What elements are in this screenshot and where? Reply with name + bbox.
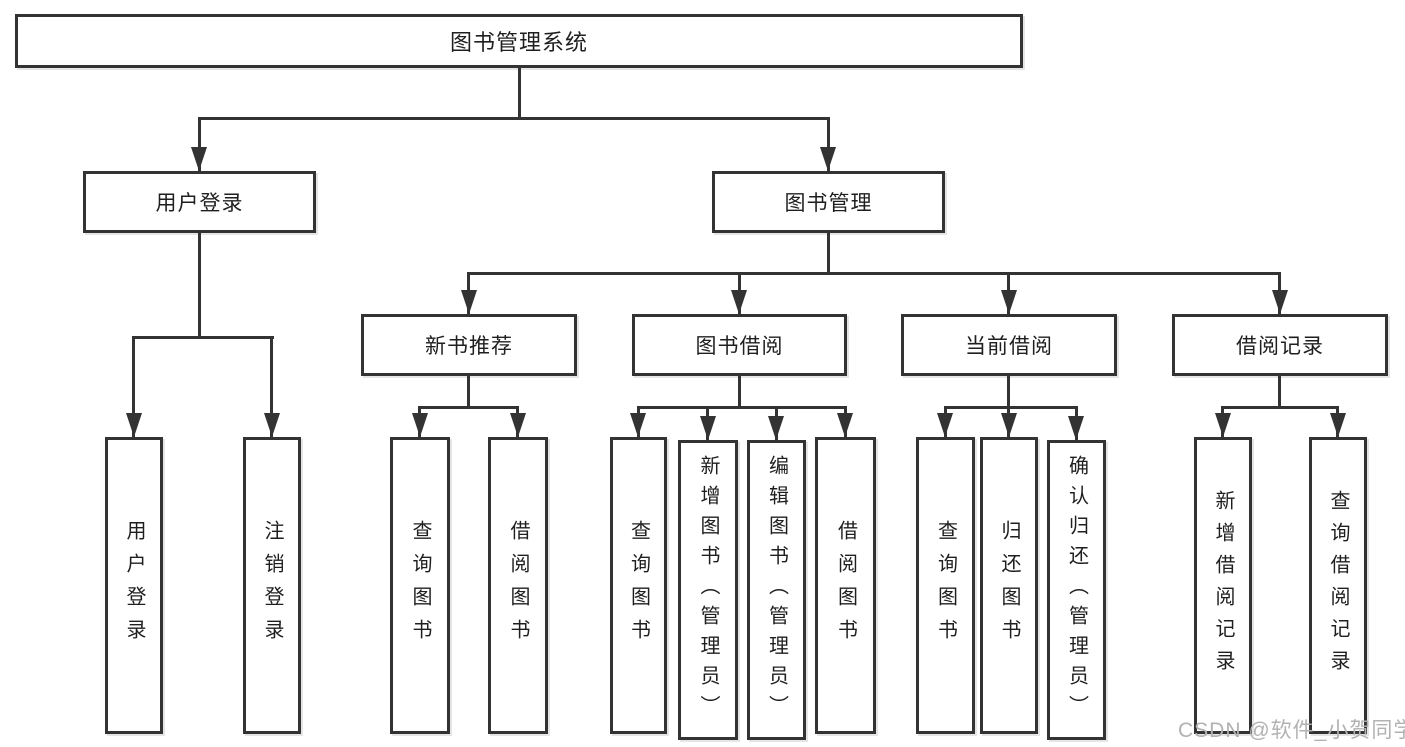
connector-borrow-stem — [738, 376, 741, 408]
arrow-down-icon — [937, 413, 953, 437]
node-book-borrow-label: 图书借阅 — [695, 335, 784, 358]
node-borrow-records-label: 借阅记录 — [1236, 335, 1324, 358]
connector-root-trunk — [518, 68, 521, 120]
node-library-system: 图书管理系统 — [15, 14, 1023, 68]
leaf-recommend-borrow-books: 借阅图书 — [488, 437, 548, 734]
leaf-borrow-add-books-admin-label: 新增图书（管理员） — [697, 455, 719, 725]
arrow-down-icon — [461, 290, 477, 314]
connector-drop-leaf-logout — [270, 336, 273, 437]
node-borrow-records: 借阅记录 — [1172, 314, 1388, 376]
leaf-current-return-books-label: 归还图书 — [998, 519, 1020, 652]
leaf-current-confirm-return-admin: 确认归还（管理员） — [1047, 440, 1106, 740]
leaf-records-add-record: 新增借阅记录 — [1194, 437, 1252, 734]
arrow-down-icon — [510, 413, 526, 437]
arrow-down-icon — [1001, 413, 1017, 437]
arrow-down-icon — [837, 413, 853, 437]
leaf-user-login-label: 用户登录 — [123, 519, 145, 652]
leaf-current-query-books: 查询图书 — [916, 437, 975, 734]
leaf-borrow-add-books-admin: 新增图书（管理员） — [678, 440, 738, 740]
leaf-recommend-query-books: 查询图书 — [390, 437, 450, 734]
leaf-logout: 注销登录 — [243, 437, 301, 734]
arrow-down-icon — [1330, 413, 1346, 437]
node-current-borrow: 当前借阅 — [901, 314, 1117, 376]
leaf-user-login: 用户登录 — [105, 437, 163, 734]
leaf-records-query-record-label: 查询借阅记录 — [1327, 489, 1349, 682]
connector-records-rail — [1221, 406, 1339, 409]
connector-user-login-rail — [132, 336, 274, 339]
arrow-down-icon — [1215, 413, 1231, 437]
connector-recommend-stem — [467, 376, 470, 408]
arrow-down-icon — [412, 413, 428, 437]
node-new-book-recommend: 新书推荐 — [361, 314, 577, 376]
connector-current-stem — [1007, 376, 1010, 408]
leaf-borrow-query-books-label: 查询图书 — [627, 519, 650, 652]
arrow-down-icon — [264, 413, 280, 437]
connector-borrow-rail — [637, 406, 847, 409]
connector-book-management-stem — [827, 233, 830, 274]
connector-records-stem — [1278, 376, 1281, 408]
node-user-login-label: 用户登录 — [155, 192, 244, 215]
node-book-borrow: 图书借阅 — [632, 314, 847, 376]
leaf-recommend-borrow-books-label: 借阅图书 — [507, 519, 529, 652]
connector-recommend-rail — [418, 406, 519, 409]
leaf-borrow-edit-books-admin: 编辑图书（管理员） — [747, 440, 806, 740]
watermark: CSDN @软件_小贺同学 — [1178, 719, 1405, 742]
connector-drop-book-management — [827, 117, 830, 171]
arrow-down-icon — [768, 416, 784, 440]
leaf-current-confirm-return-admin-label: 确认归还（管理员） — [1065, 455, 1088, 725]
arrow-down-icon — [820, 147, 836, 171]
leaf-records-query-record: 查询借阅记录 — [1309, 437, 1367, 734]
connector-level3-rail — [467, 272, 1281, 275]
connector-level2-rail — [198, 117, 830, 120]
arrow-down-icon — [630, 413, 646, 437]
node-book-management: 图书管理 — [712, 171, 945, 233]
node-user-login: 用户登录 — [83, 171, 316, 233]
leaf-recommend-query-books-label: 查询图书 — [409, 519, 431, 652]
node-new-book-recommend-label: 新书推荐 — [425, 335, 513, 358]
connector-drop-user-login — [198, 117, 201, 171]
connector-user-login-stem — [198, 233, 201, 338]
leaf-borrow-query-books: 查询图书 — [610, 437, 667, 734]
arrow-down-icon — [191, 147, 207, 171]
connector-drop-leaf-user-login — [132, 336, 135, 437]
connector-current-rail — [944, 406, 1078, 409]
leaf-borrow-borrow-books-label: 借阅图书 — [834, 519, 857, 652]
arrow-down-icon — [1001, 290, 1017, 314]
leaf-records-add-record-label: 新增借阅记录 — [1212, 489, 1234, 682]
leaf-borrow-borrow-books: 借阅图书 — [815, 437, 876, 734]
arrow-down-icon — [731, 290, 747, 314]
arrow-down-icon — [1272, 290, 1288, 314]
leaf-current-return-books: 归还图书 — [980, 437, 1038, 734]
node-book-management-label: 图书管理 — [784, 192, 873, 215]
node-current-borrow-label: 当前借阅 — [965, 335, 1053, 358]
leaf-borrow-edit-books-admin-label: 编辑图书（管理员） — [765, 455, 788, 725]
leaf-current-query-books-label: 查询图书 — [934, 519, 957, 652]
arrow-down-icon — [700, 416, 716, 440]
leaf-logout-label: 注销登录 — [261, 519, 283, 652]
arrow-down-icon — [126, 413, 142, 437]
node-library-system-label: 图书管理系统 — [449, 30, 588, 55]
arrow-down-icon — [1068, 416, 1084, 440]
